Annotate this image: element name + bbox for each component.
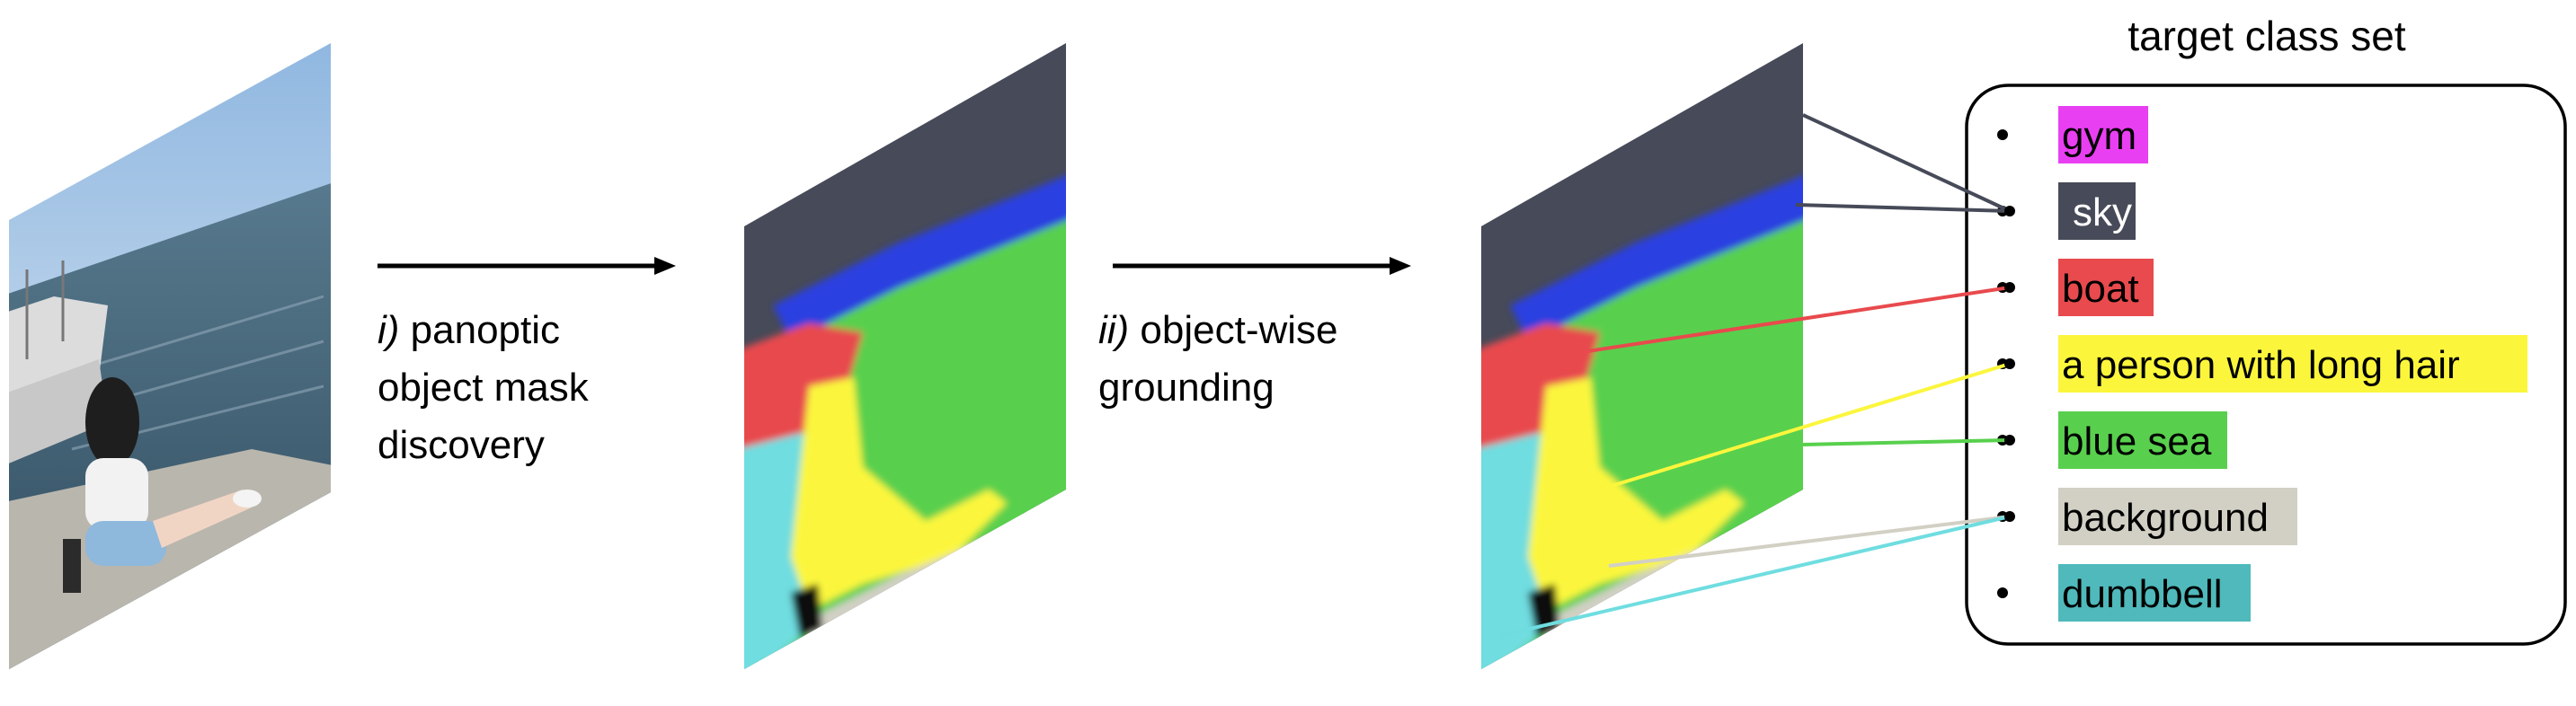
connector-sky [1795,203,2011,213]
class-set-title: target class set [2127,13,2406,59]
connector-dumbbell [1498,515,2011,638]
class-label: background [2062,496,2269,540]
class-highlight [2058,564,2251,622]
step-2-label: ii) object-wise grounding [1098,308,1349,410]
step-2-line-2: grounding [1098,366,1275,410]
class-item-person: a person with long hair [1997,335,2527,393]
class-label: boat [2062,267,2139,311]
connector-boat [1581,286,2011,354]
connector-endpoints [2004,206,2015,522]
bullet-icon [1997,587,2008,598]
step-1-label: i) panoptic object mask discovery [378,308,600,467]
bullet-icon [1997,129,2008,140]
input-photo [9,43,331,669]
class-label: a person with long hair [2062,343,2460,387]
class-highlight [2058,488,2297,545]
class-item-gym: gym [1997,106,2148,163]
panoptic-mask [744,43,1066,669]
step-1-line-2: object mask [378,366,590,410]
arrow-right-icon [1113,257,1411,275]
connector-person [1590,362,2011,494]
class-label: gym [2062,114,2136,158]
step-2-number: ii) [1098,308,1129,352]
class-highlight [2058,411,2227,469]
connector-background [1608,515,2011,568]
class-item-sky: sky [1997,182,2136,240]
connector-sky [1802,113,2011,213]
class-label: blue sea [2062,419,2212,463]
connector-blue-sea [1802,438,2011,446]
class-item-dumbbell: dumbbell [1997,564,2251,622]
step-1-line-1: panoptic [399,308,560,352]
step-2-line-1: object-wise [1129,308,1337,352]
class-highlight [2058,259,2154,316]
class-highlight [2058,106,2148,163]
class-set-box [1965,84,2567,646]
class-highlight [2058,335,2527,393]
class-item-background: background [1997,488,2297,545]
step-1-number: i) [378,308,399,352]
grounded-mask [1481,43,1803,669]
class-highlight [2058,182,2136,240]
class-label: dumbbell [2062,572,2223,616]
class-item-blue-sea: blue sea [1997,411,2227,469]
class-item-boat: boat [1997,259,2154,316]
class-list: gym sky boat a person with long hair blu… [1997,106,2527,622]
step-1-line-3: discovery [378,423,545,467]
grounding-connectors [1498,113,2011,638]
class-label: sky [2073,190,2132,234]
arrow-right-icon [378,257,676,275]
